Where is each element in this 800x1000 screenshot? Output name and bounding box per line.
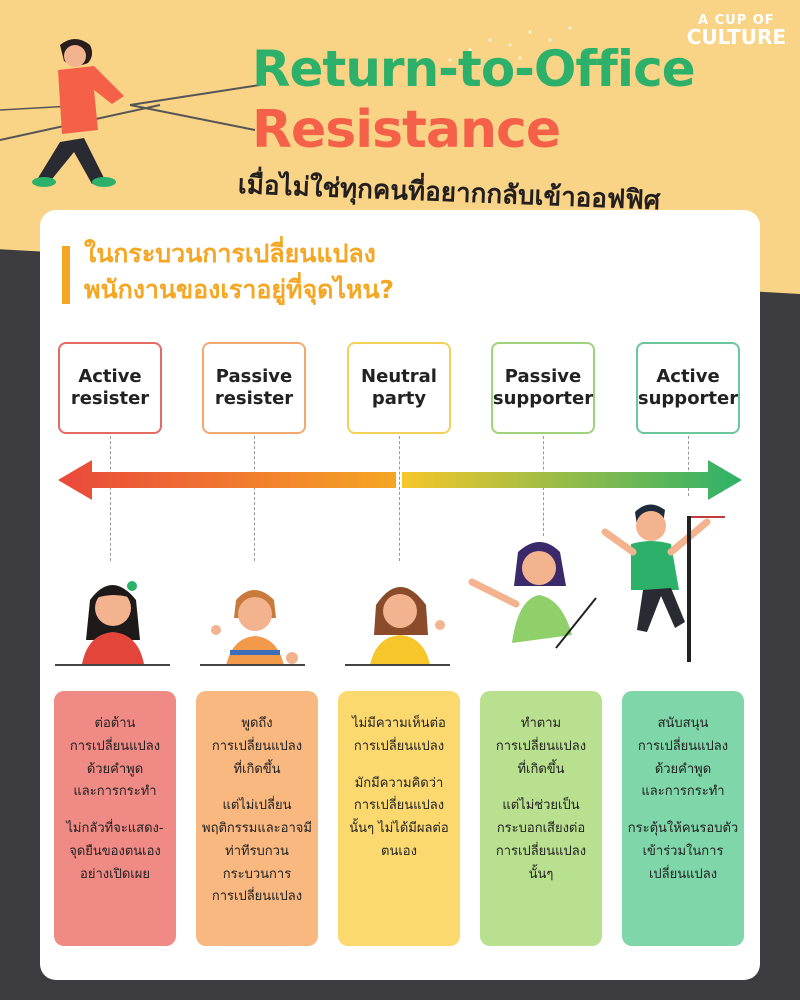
stage-label: Active supporter — [637, 365, 739, 410]
description-part-2: แต่ไม่เปลี่ยน พฤติกรรมและอาจมี ท่าทีรบกว… — [202, 798, 312, 905]
arrow-left-head — [58, 460, 396, 500]
brand-logo: A CUP OF CULTURE — [687, 14, 786, 47]
description-box-active-supporter: สนับสนุน การเปลี่ยนแปลง ด้วยคำพูด และการ… — [622, 691, 744, 946]
question-heading: ในกระบวนการเปลี่ยนแปลง พนักงานของเราอยู่… — [84, 236, 394, 309]
stage-box-active-supporter: Active supporter — [636, 342, 740, 434]
active-resister-character — [82, 581, 144, 664]
stage-box-passive-resister: Passive resister — [202, 342, 306, 434]
stage-label: Passive resister — [214, 365, 294, 410]
description-box-passive-supporter: ทำตาม การเปลี่ยนแปลง ที่เกิดขึ้น แต่ไม่ช… — [480, 691, 602, 946]
floor-line — [55, 664, 170, 666]
brand-line-2: CULTURE — [686, 25, 786, 49]
stage-box-neutral-party: Neutral party — [347, 342, 451, 434]
description-part-2: กระตุ้นให้คนรอบตัว เข้าร่วมในการ เปลี่ยน… — [627, 821, 739, 882]
stage-label: Active resister — [70, 365, 150, 410]
description-part-1: ต่อต้าน การเปลี่ยนแปลง ด้วยคำพูด และการก… — [69, 716, 161, 800]
question-line-1: ในกระบวนการเปลี่ยนแปลง — [84, 239, 376, 268]
description-box-neutral-party: ไม่มีความเห็นต่อ การเปลี่ยนแปลง มักมีควา… — [338, 691, 460, 946]
title-line-2: Resistance — [252, 100, 561, 160]
connector-line — [688, 436, 689, 496]
floor-line — [200, 664, 305, 666]
stage-label: Passive supporter — [492, 365, 594, 410]
description-part-2: ไม่กลัวที่จะแสดง- จุดยืนของตนเอง อย่างเป… — [66, 821, 164, 882]
active-supporter-character — [601, 504, 725, 662]
arrow-right-head — [402, 460, 742, 500]
description-part-1: พูดถึง การเปลี่ยนแปลง ที่เกิดขึ้น — [211, 716, 303, 777]
question-accent-bar — [62, 246, 70, 304]
description-part-1: ไม่มีความเห็นต่อ การเปลี่ยนแปลง — [352, 716, 446, 754]
description-part-2: แต่ไม่ช่วยเป็น กระบอกเสียงต่อ การเปลี่ยน… — [495, 798, 587, 882]
description-part-1: สนับสนุน การเปลี่ยนแปลง ด้วยคำพูด และการ… — [637, 716, 729, 800]
stage-box-active-resister: Active resister — [58, 342, 162, 434]
passive-resister-character — [211, 590, 298, 666]
question-line-2: พนักงานของเราอยู่ที่จุดไหน? — [84, 275, 395, 305]
description-box-passive-resister: พูดถึง การเปลี่ยนแปลง ที่เกิดขึ้น แต่ไม่… — [196, 691, 318, 946]
decorative-dots — [448, 26, 572, 67]
connector-line — [399, 436, 400, 561]
description-part-2: มักมีความคิดว่า การเปลี่ยนแปลง นั้นๆ ไม่… — [349, 775, 449, 859]
stage-label: Neutral party — [361, 365, 437, 410]
connector-line — [110, 436, 111, 561]
floor-line — [345, 664, 450, 666]
rope-pulling-illustration — [0, 39, 261, 187]
title-line-1: Return-to-Office — [252, 40, 696, 98]
stage-box-passive-supporter: Passive supporter — [491, 342, 595, 434]
passive-supporter-character — [468, 542, 597, 649]
brand-line-1: A CUP OF — [698, 13, 775, 28]
description-part-1: ทำตาม การเปลี่ยนแปลง ที่เกิดขึ้น — [495, 716, 587, 777]
spectrum-arrow — [58, 460, 742, 500]
neutral-party-character — [370, 587, 445, 665]
description-box-active-resister: ต่อต้าน การเปลี่ยนแปลง ด้วยคำพูด และการก… — [54, 691, 176, 946]
connector-line — [254, 436, 255, 561]
